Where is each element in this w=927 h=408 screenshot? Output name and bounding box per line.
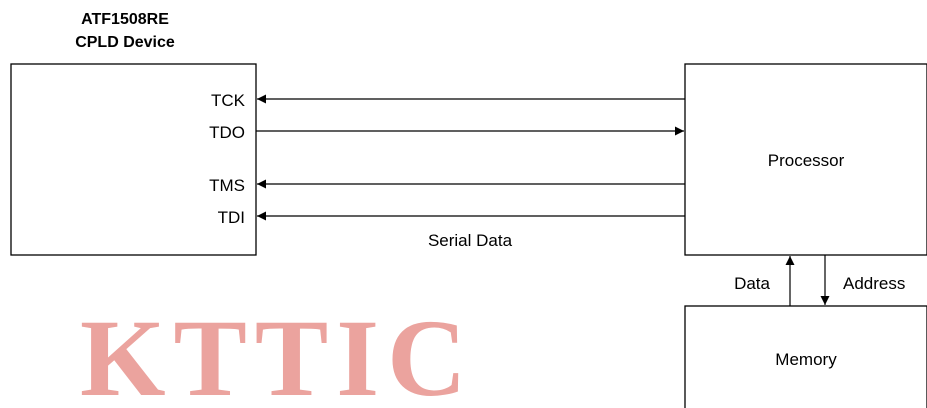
processor-label: Processor bbox=[768, 151, 845, 170]
cpld-title-line1: ATF1508RE bbox=[81, 11, 169, 28]
watermark-text: KTTIC bbox=[80, 297, 475, 408]
pin-tck-label: TCK bbox=[211, 91, 246, 110]
address-bus-label: Address bbox=[843, 274, 905, 293]
memory-box bbox=[684, 305, 927, 408]
memory-label: Memory bbox=[775, 350, 837, 369]
pin-tms-label: TMS bbox=[209, 176, 245, 195]
pin-tdo-label: TDO bbox=[209, 123, 245, 142]
cpld-device-box bbox=[10, 63, 257, 256]
cpld-title-line2: CPLD Device bbox=[75, 34, 175, 51]
processor-box bbox=[684, 63, 927, 256]
data-bus-label: Data bbox=[734, 274, 770, 293]
pin-tdi-label: TDI bbox=[218, 208, 245, 227]
serial-data-label: Serial Data bbox=[428, 231, 513, 250]
